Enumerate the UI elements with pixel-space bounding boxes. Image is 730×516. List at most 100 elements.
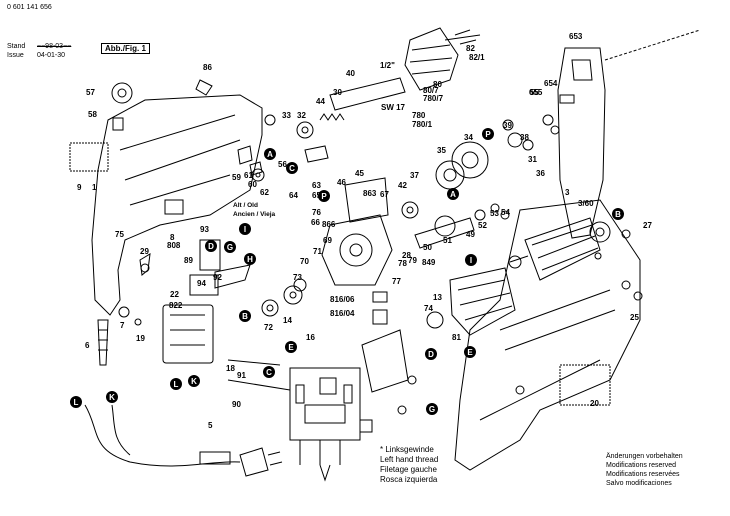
intermediate-shaft xyxy=(414,209,486,249)
callout-g: G xyxy=(426,403,438,415)
part-label-76: 76 xyxy=(312,208,321,217)
part-label-45: 45 xyxy=(355,169,364,178)
callout-a: A xyxy=(264,148,276,160)
part-label-94: 94 xyxy=(197,279,206,288)
part-label-62: 62 xyxy=(260,188,269,197)
callout-i: I xyxy=(239,223,251,235)
svg-text:P: P xyxy=(485,130,491,139)
svg-text:K: K xyxy=(109,393,115,402)
part-label-808: 808 xyxy=(167,241,181,250)
part-label-37: 37 xyxy=(410,171,419,180)
svg-text:E: E xyxy=(288,343,294,352)
left-hand-thread-note: * Linksgewinde Left hand thread Filetage… xyxy=(380,445,438,485)
svg-text:L: L xyxy=(174,380,179,389)
part-label-35: 35 xyxy=(437,146,446,155)
part-label-780-7: 780/7 xyxy=(423,94,444,103)
part-label-30: 30 xyxy=(333,88,342,97)
part-label-654: 654 xyxy=(544,79,558,88)
callout-b: B xyxy=(612,208,624,220)
part-label-19: 19 xyxy=(136,334,145,343)
callout-p: P xyxy=(482,128,494,140)
part-label-74: 74 xyxy=(424,304,433,313)
part-label-816-06: 816/06 xyxy=(330,295,355,304)
part-label-28: 28 xyxy=(402,251,411,260)
part-label-863: 863 xyxy=(363,189,377,198)
callout-b: B xyxy=(239,310,251,322)
gearbox-plate xyxy=(321,177,393,286)
part-label-3: 3 xyxy=(565,188,570,197)
wiring-schematic xyxy=(289,367,361,482)
part-label-5: 5 xyxy=(208,421,213,430)
wrench-size-label: SW 17 xyxy=(381,103,406,112)
housing-left-half xyxy=(69,79,263,316)
part-label-71: 71 xyxy=(313,247,322,256)
svg-text:L: L xyxy=(74,398,79,407)
callout-g: G xyxy=(224,241,236,253)
part-label-73: 73 xyxy=(293,273,302,282)
part-label-55: 55 xyxy=(530,88,539,97)
part-label-42: 42 xyxy=(398,181,407,190)
part-label-67: 67 xyxy=(380,190,389,199)
spindle-assembly xyxy=(296,77,534,219)
part-label-25: 25 xyxy=(630,313,639,322)
part-label-64: 64 xyxy=(289,191,298,200)
doc-number: 0 601 141 656 xyxy=(7,4,52,11)
drill-chuck xyxy=(404,27,481,91)
callout-k: K xyxy=(188,375,200,387)
part-label-65: 65 xyxy=(312,191,321,200)
part-label-34: 34 xyxy=(464,133,473,142)
part-label-14: 14 xyxy=(283,316,292,325)
part-label-80: 80 xyxy=(433,80,442,89)
armature xyxy=(508,217,611,281)
part-label-57: 57 xyxy=(86,88,95,97)
part-label-31: 31 xyxy=(528,155,537,164)
part-label-822: 822 xyxy=(169,301,183,310)
part-label-653: 653 xyxy=(569,32,583,41)
note-line-de: * Linksgewinde xyxy=(380,445,434,454)
part-label-39: 39 xyxy=(503,121,512,130)
part-label-61: 61 xyxy=(244,171,253,180)
small-parts xyxy=(118,29,643,415)
svg-text:I: I xyxy=(244,225,246,234)
notice-line-fr: Modifications reservées xyxy=(606,471,680,478)
part-label-56: 56 xyxy=(278,160,287,169)
part-label-86: 86 xyxy=(203,63,212,72)
part-label-9: 9 xyxy=(77,183,82,192)
part-label-866: 866 xyxy=(322,220,336,229)
part-label-49: 49 xyxy=(466,230,475,239)
callout-c: C xyxy=(263,366,275,378)
svg-text:B: B xyxy=(615,210,621,219)
part-label-59: 59 xyxy=(232,173,241,182)
note-line-en: Left hand thread xyxy=(380,455,439,464)
part-label-33: 33 xyxy=(282,111,291,120)
part-label-1: 1 xyxy=(92,183,97,192)
svg-text:A: A xyxy=(267,150,273,159)
part-label-69: 69 xyxy=(323,236,332,245)
part-label-6: 6 xyxy=(85,341,90,350)
svg-text:G: G xyxy=(227,243,233,252)
part-label-82: 82 xyxy=(466,44,475,53)
part-label-7: 7 xyxy=(120,321,125,330)
callout-a: A xyxy=(447,188,459,200)
part-label-36: 36 xyxy=(536,169,545,178)
part-label-60: 60 xyxy=(248,180,257,189)
part-label-46: 46 xyxy=(337,178,346,187)
part-label-40: 40 xyxy=(346,69,355,78)
svg-text:H: H xyxy=(247,255,253,264)
notice-line-de: Änderungen vorbehalten xyxy=(606,453,683,460)
part-label-93: 93 xyxy=(200,225,209,234)
part-label-8: 8 xyxy=(170,233,175,242)
part-label-18: 18 xyxy=(226,364,235,373)
part-label-32: 32 xyxy=(297,111,306,120)
figure-label: Abb./Fig. 1 xyxy=(101,43,150,54)
part-label-82-1: 82/1 xyxy=(469,53,485,62)
callout-d: D xyxy=(425,348,437,360)
callout-d: D xyxy=(205,240,217,252)
power-cord xyxy=(84,404,283,477)
svg-text:C: C xyxy=(266,368,272,377)
callout-l: L xyxy=(70,396,82,408)
part-label-780: 780 xyxy=(412,111,426,120)
part-label-3-60: 3/60 xyxy=(578,199,594,208)
callout-k: K xyxy=(106,391,118,403)
